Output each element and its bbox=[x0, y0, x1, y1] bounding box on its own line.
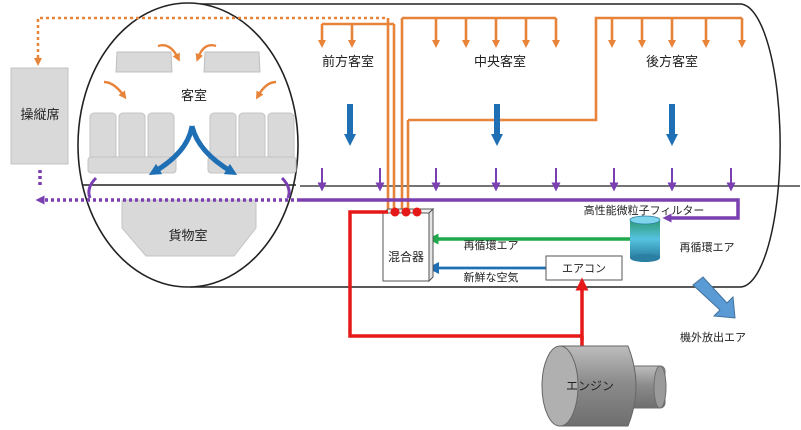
mixer-label: 混合器 bbox=[388, 249, 424, 264]
engine-label: エンジン bbox=[566, 379, 614, 393]
supply-ducts bbox=[318, 16, 746, 210]
hepa-filter bbox=[629, 215, 661, 262]
cockpit-label: 操縦席 bbox=[20, 107, 59, 123]
recirculated-air-label: 再循環エア bbox=[464, 239, 519, 252]
center-cabin-label: 中央客室 bbox=[474, 54, 526, 70]
engine-graphic bbox=[541, 345, 667, 427]
aircon-box bbox=[545, 255, 623, 281]
floor-return-arrows bbox=[317, 168, 736, 192]
mixer-outlet-dots bbox=[390, 207, 422, 217]
aircon-label: エアコン bbox=[562, 262, 606, 275]
hepa-filter-label: 高性能微粒子フィルター bbox=[584, 203, 705, 217]
cabin-circulation-arrows bbox=[148, 125, 238, 176]
mixer-box bbox=[381, 207, 435, 283]
cabin-label: 客室 bbox=[181, 88, 207, 104]
cabin-supply-curves bbox=[103, 44, 277, 100]
front-cabin-label: 前方客室 bbox=[322, 54, 374, 70]
cabin-return-hooks bbox=[87, 176, 291, 199]
cabin-cross-section bbox=[77, 2, 299, 288]
exhaust-arrow bbox=[692, 276, 736, 319]
recirculated-air-right-label: 再循環エア bbox=[680, 241, 735, 254]
cockpit-return-line bbox=[35, 170, 300, 205]
cargo-label: 貨物室 bbox=[168, 228, 207, 244]
rear-cabin-label: 後方客室 bbox=[646, 54, 698, 70]
recirculation-duct bbox=[300, 198, 740, 223]
exhaust-label: 機外放出エア bbox=[680, 330, 746, 344]
fresh-air-label: 新鮮な空気 bbox=[464, 270, 519, 284]
cabin-downflow-arrows bbox=[344, 104, 678, 146]
bleed-air-lines bbox=[348, 210, 589, 346]
cockpit-supply-line bbox=[34, 16, 385, 66]
cockpit-box bbox=[10, 67, 69, 165]
